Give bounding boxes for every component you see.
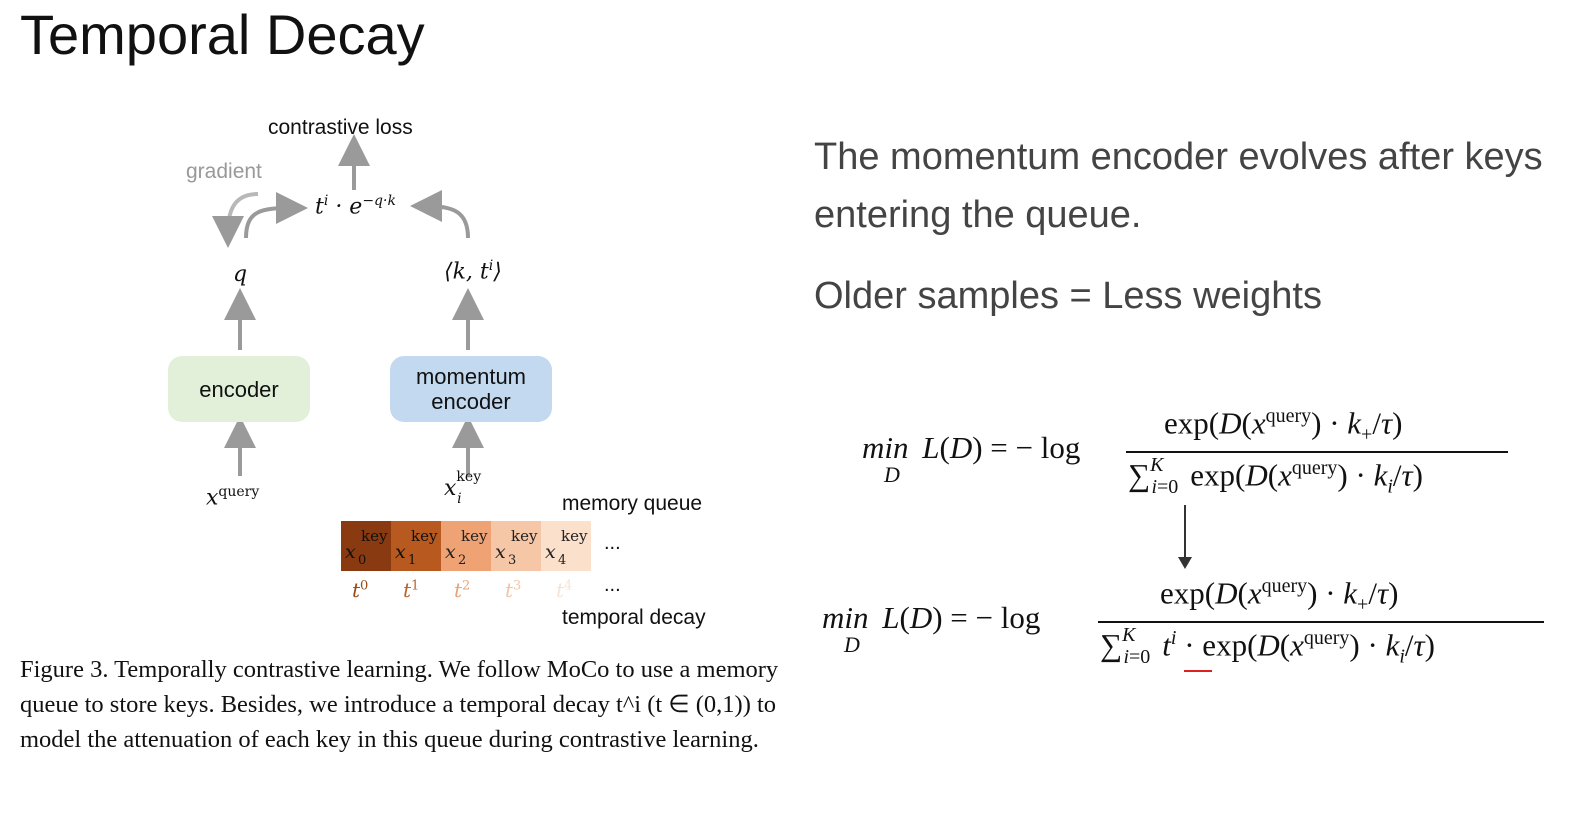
gradient-label: gradient (186, 160, 262, 183)
momentum-encoder-label: momentum encoder (415, 364, 527, 414)
eq1-fraction-line (1126, 451, 1508, 453)
key-input-label: xkeyi (444, 469, 482, 507)
q-label: q (233, 262, 248, 287)
curve-key-to-loss (410, 190, 470, 239)
moco-diagram: contrastive loss gradient ti · e−q·k q ⟨… (0, 0, 800, 650)
gradient-arrow (212, 192, 259, 248)
decay-label-2: t2 (454, 578, 471, 602)
eq2-numerator: exp(D(xquery) · k+/τ) (1160, 575, 1399, 616)
loss-term: ti · e−q·k (315, 193, 396, 220)
decay-label-4: t4 (556, 578, 573, 602)
momentum-encoder-box: momentum encoder (390, 356, 552, 422)
contrastive-loss-label: contrastive loss (268, 116, 413, 139)
decay-label-1: t1 (403, 578, 420, 602)
curve-q-to-loss (244, 192, 308, 239)
slide-title: Temporal Decay (20, 3, 425, 66)
encoder-box: encoder (168, 356, 310, 422)
query-input-label: xquery (206, 484, 260, 511)
queue-ellipsis: ... (604, 532, 621, 554)
eq2-fraction-line (1098, 621, 1544, 623)
temporal-decay-label: temporal decay (562, 606, 706, 629)
decay-label-3: t3 (505, 578, 522, 602)
bullet-1: The momentum encoder evolves after keys … (814, 136, 1543, 236)
figure-caption: Figure 3. Temporally contrastive learnin… (20, 656, 779, 753)
encoder-label: encoder (199, 376, 279, 402)
memory-queue-label: memory queue (562, 492, 703, 515)
equation-transition-arrow (1178, 505, 1192, 569)
decay-label-0: t0 (352, 578, 369, 602)
decay-ellipsis: ... (604, 574, 621, 596)
highlight-underline (1184, 670, 1212, 672)
slide-bullets: The momentum encoder evolves after keys … (814, 128, 1554, 325)
key-pair-label: ⟨k, ti⟩ (444, 258, 502, 285)
bullet-2: Older samples = Less weights (814, 275, 1322, 317)
eq1-numerator: exp(D(xquery) · k+/τ) (1164, 405, 1403, 446)
diagram-arrows (212, 134, 484, 476)
